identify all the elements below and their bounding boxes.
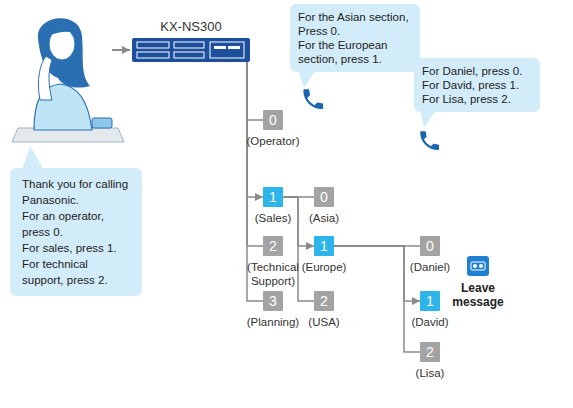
phone-icon [420,131,439,150]
bubble-text: For an operator, press 0. [22,208,130,240]
phone-shape [420,131,439,150]
key-caption: (Europe) [279,260,369,274]
cassette-reel [473,264,477,268]
key-caption: (Asia) [279,211,369,225]
connector [247,62,263,120]
bubble-text: For Daniel, press 0. [422,64,532,78]
panel-slot [137,52,169,58]
phone-shape [303,89,323,109]
desk-phone [92,118,112,128]
key-number: 0 [314,187,334,207]
speech-bubble: Thank you for calling Panasonic.For an o… [10,168,142,296]
connector [247,62,263,197]
key-number: 2 [314,291,334,311]
note-label: Leave message [447,281,509,309]
handset [44,30,49,58]
menu-key: 2(Lisa) [420,342,440,362]
caller-illustration [12,18,124,142]
caller-bangs [48,26,76,36]
key-number: 3 [263,291,283,311]
key-number: 0 [420,236,440,256]
phone-icon [303,89,323,109]
key-number: 1 [420,291,440,311]
voicemail-icon [467,256,489,276]
key-number: 0 [263,110,283,130]
menu-key: 0(Operator) [263,110,283,130]
caller-arm [38,56,52,100]
speech-bubble: For the Asian section, Press 0.For the E… [290,4,420,72]
panel-slot [174,52,204,58]
bubble-tail [298,70,316,88]
cassette-reel [479,264,483,268]
key-caption: (USA) [279,315,369,329]
key-caption: (Daniel) [385,260,475,274]
pbx-unit: KX-NS300 [132,38,250,62]
menu-key: 1(Sales) [263,187,283,207]
key-number: 1 [314,236,334,256]
connector [334,246,420,301]
panel-slot [174,42,204,48]
key-number: 2 [263,236,283,256]
key-number: 1 [263,187,283,207]
menu-key: 1(David) [420,291,440,311]
key-caption: (Lisa) [385,366,475,380]
panel-slot [137,42,169,48]
bubble-tail [22,146,44,170]
menu-key: 2(USA) [314,291,334,311]
key-caption: (David) [385,315,475,329]
key-caption: (Planning) [228,315,318,329]
pbx-illustration [132,38,250,62]
bubble-text: For sales, press 1. [22,240,130,256]
bubble-text: For Lisa, press 2. [422,92,532,106]
menu-key: 3(Planning) [263,291,283,311]
key-caption: (Sales) [228,211,318,225]
menu-key: 0(Asia) [314,187,334,207]
key-number: 2 [420,342,440,362]
menu-key: 2(Technical Support) [263,236,283,256]
menu-key: 0(Daniel) [420,236,440,256]
menu-key: 1(Europe) [314,236,334,256]
bubble-text: For the European section, press 1. [298,38,412,66]
panel-slot [210,42,244,58]
panel-led [228,46,240,49]
bubble-tail [420,110,436,128]
device-label: KX-NS300 [112,19,270,34]
voicemail-body [467,256,489,276]
bubble-text: For technical support, press 2. [22,256,130,288]
bubble-text: Thank you for calling Panasonic. [22,176,130,208]
connector [334,246,420,352]
panel-led [214,46,226,49]
bubble-text: For David, press 1. [422,78,532,92]
bubble-text: For the Asian section, Press 0. [298,10,412,38]
key-caption: (Technical Support) [241,260,305,288]
cassette-outline [471,262,485,270]
speech-bubble: For Daniel, press 0.For David, press 1.F… [414,58,540,112]
key-caption: (Operator) [228,134,318,148]
call-arrow [112,49,130,51]
